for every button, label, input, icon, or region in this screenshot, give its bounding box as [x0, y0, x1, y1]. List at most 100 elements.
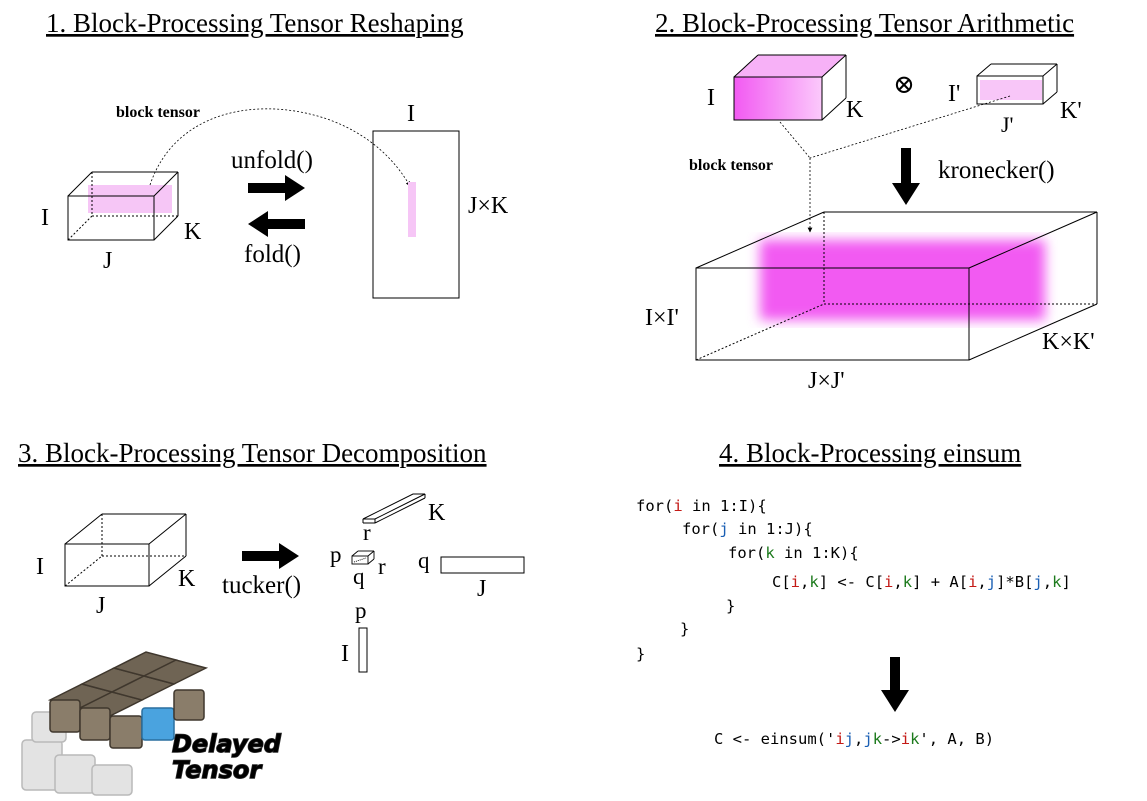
code-token: for( [636, 497, 673, 515]
code-token: j [1033, 573, 1042, 591]
panel2-b-label-I: I' [948, 81, 960, 107]
panel3-core [351, 550, 375, 565]
panel1-block-tensor-label: block tensor [116, 104, 200, 121]
panel1-matrix-top-label: I [407, 101, 415, 127]
code-token: , [893, 573, 902, 591]
panel3-label-I: I [36, 554, 44, 580]
code-token: k [1052, 573, 1062, 591]
panel3-fk-label-r: r [363, 520, 371, 545]
panel2-func-label: kronecker() [938, 157, 1055, 184]
panel3-core-label-p: p [330, 542, 342, 567]
logo-text-line2: Tensor [172, 756, 263, 784]
panel2-c-label-K: K×K' [1042, 329, 1095, 355]
panel3-title: 3. Block-Processing Tensor Decomposition [18, 438, 487, 468]
code-token: k [809, 573, 819, 591]
panel4-code-line-7: } [636, 645, 645, 663]
panel2-tensor-a [733, 54, 847, 121]
panel1-block-highlight [88, 185, 172, 213]
code-token: k [910, 730, 920, 748]
code-token: i [901, 730, 910, 748]
panel1-fold-label: fold() [244, 241, 301, 268]
panel2-down-arrow [892, 148, 920, 205]
panel2-a-label-K: K [846, 97, 864, 123]
panel1-fold-arrow [248, 211, 305, 237]
code-token: , [854, 730, 863, 748]
code-token: ', A, B) [919, 730, 994, 748]
panel4-code-line-4: C[i,k] <- C[i,k] + A[i,j]*B[j,k] [772, 573, 1071, 591]
code-token: j [987, 573, 996, 591]
panel4-down-arrow [881, 657, 909, 712]
panel1-unfold-arrow [248, 175, 305, 201]
panel2-c-label-I: I×I' [645, 305, 679, 331]
code-token: i [835, 730, 844, 748]
panel3-factor-j [440, 556, 525, 574]
panel4-code-line-1: for(i in 1:I){ [636, 497, 767, 515]
code-token: , [800, 573, 809, 591]
panel4-code-line-3: for(k in 1:K){ [728, 544, 859, 562]
panel3-fk-label-K: K [428, 500, 446, 526]
code-token: } [680, 620, 689, 638]
code-token: } [636, 645, 645, 663]
code-token: i [968, 573, 977, 591]
code-token: for( [728, 544, 765, 562]
panel3-tensor [64, 513, 187, 587]
panel-arithmetic: 2. Block-Processing Tensor Arithmetic I … [645, 8, 1098, 394]
code-token: ] + A[ [912, 573, 968, 591]
panel-einsum: 4. Block-Processing einsum for(i in 1:I)… [636, 438, 1071, 748]
panel2-tensor-a-fill [734, 77, 822, 120]
panel1-label-J: J [103, 248, 112, 274]
panel2-title: 2. Block-Processing Tensor Arithmetic [655, 8, 1074, 38]
code-token: j [863, 730, 872, 748]
panel2-result-tensor [695, 211, 1098, 361]
code-token: C[ [772, 573, 791, 591]
logo-cubes [21, 651, 209, 796]
code-token: k [873, 730, 883, 748]
panel3-fi-label-p: p [355, 598, 367, 623]
panel3-factor-i [358, 627, 368, 673]
code-token: k [765, 544, 775, 562]
code-token: for( [682, 520, 719, 538]
delayedtensor-logo: Delayed Tensor [21, 651, 283, 796]
panel1-matrix-block [408, 182, 416, 237]
code-token: i [791, 573, 800, 591]
code-token: ]*B[ [996, 573, 1033, 591]
code-token: ] [1061, 573, 1070, 591]
panel2-leader-lines [779, 95, 1011, 233]
code-token: i [884, 573, 893, 591]
panel1-label-K: K [184, 219, 202, 245]
code-token: j [845, 730, 854, 748]
panel3-func-label: tucker() [222, 572, 301, 599]
panel1-label-I: I [41, 205, 49, 231]
panel3-fi-label-I: I [341, 641, 349, 667]
panel3-fj-label-J: J [477, 576, 486, 602]
panel3-core-label-r: r [378, 554, 386, 579]
panel1-unfold-label: unfold() [231, 147, 313, 174]
panel2-b-label-J: J' [1001, 112, 1014, 137]
logo-text-line1: Delayed [172, 730, 282, 758]
panel1-title: 1. Block-Processing Tensor Reshaping [46, 8, 464, 38]
panel1-matrix [372, 130, 460, 299]
panel2-c-label-J: J×J' [808, 368, 845, 394]
panel3-tucker-arrow [242, 543, 299, 569]
code-token: -> [882, 730, 901, 748]
code-token: , [1043, 573, 1052, 591]
code-token: in 1:I){ [683, 497, 767, 515]
code-token: } [726, 597, 735, 615]
code-token: C <- einsum(' [714, 730, 835, 748]
panel3-fj-label-q: q [418, 548, 430, 573]
code-token: i [673, 497, 682, 515]
code-token: k [903, 573, 913, 591]
panel2-kron-symbol: ⊗ [893, 70, 915, 99]
panel-reshaping: 1. Block-Processing Tensor Reshaping I J… [41, 8, 509, 299]
panel3-label-K: K [178, 566, 196, 592]
panel2-tensor-b [976, 63, 1058, 105]
panel4-title: 4. Block-Processing einsum [719, 438, 1021, 468]
panel1-dotted-arrow [149, 108, 411, 187]
panel2-block-tensor-label: block tensor [689, 157, 773, 174]
panel-decomposition: 3. Block-Processing Tensor Decomposition… [18, 438, 525, 796]
panel2-a-label-I: I [707, 85, 715, 111]
panel1-tensor [67, 171, 179, 241]
panel3-factor-k [362, 493, 426, 524]
code-token: in 1:K){ [775, 544, 859, 562]
